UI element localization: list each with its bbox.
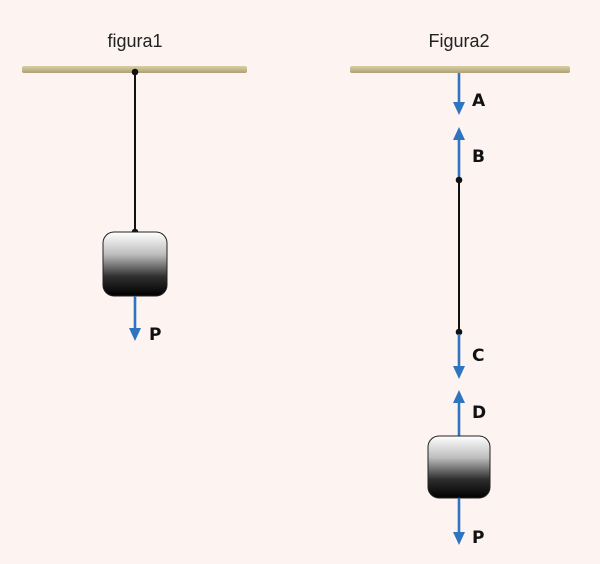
label-c: C [472, 346, 484, 366]
label-b: B [472, 147, 485, 167]
block-2 [427, 435, 491, 499]
figure-1-title: figura1 [107, 31, 162, 51]
ceiling-2 [350, 66, 570, 73]
weight-arrow-1 [129, 296, 141, 341]
weight-arrow-2 [453, 498, 465, 545]
rope-bottom-point [455, 328, 463, 336]
label-a: A [472, 91, 486, 111]
figure-2-title: Figura2 [428, 31, 489, 51]
arrow-d [453, 390, 465, 436]
arrow-a [453, 73, 465, 115]
weight-label-2: P [472, 528, 484, 548]
block-1 [102, 231, 168, 297]
figure-2: Figura2 A B C D [350, 31, 570, 548]
weight-label-1: P [149, 325, 161, 345]
label-d: D [472, 403, 486, 423]
figure-1: figura1 P [22, 31, 247, 345]
arrow-c [453, 334, 465, 379]
arrow-b [453, 127, 465, 178]
